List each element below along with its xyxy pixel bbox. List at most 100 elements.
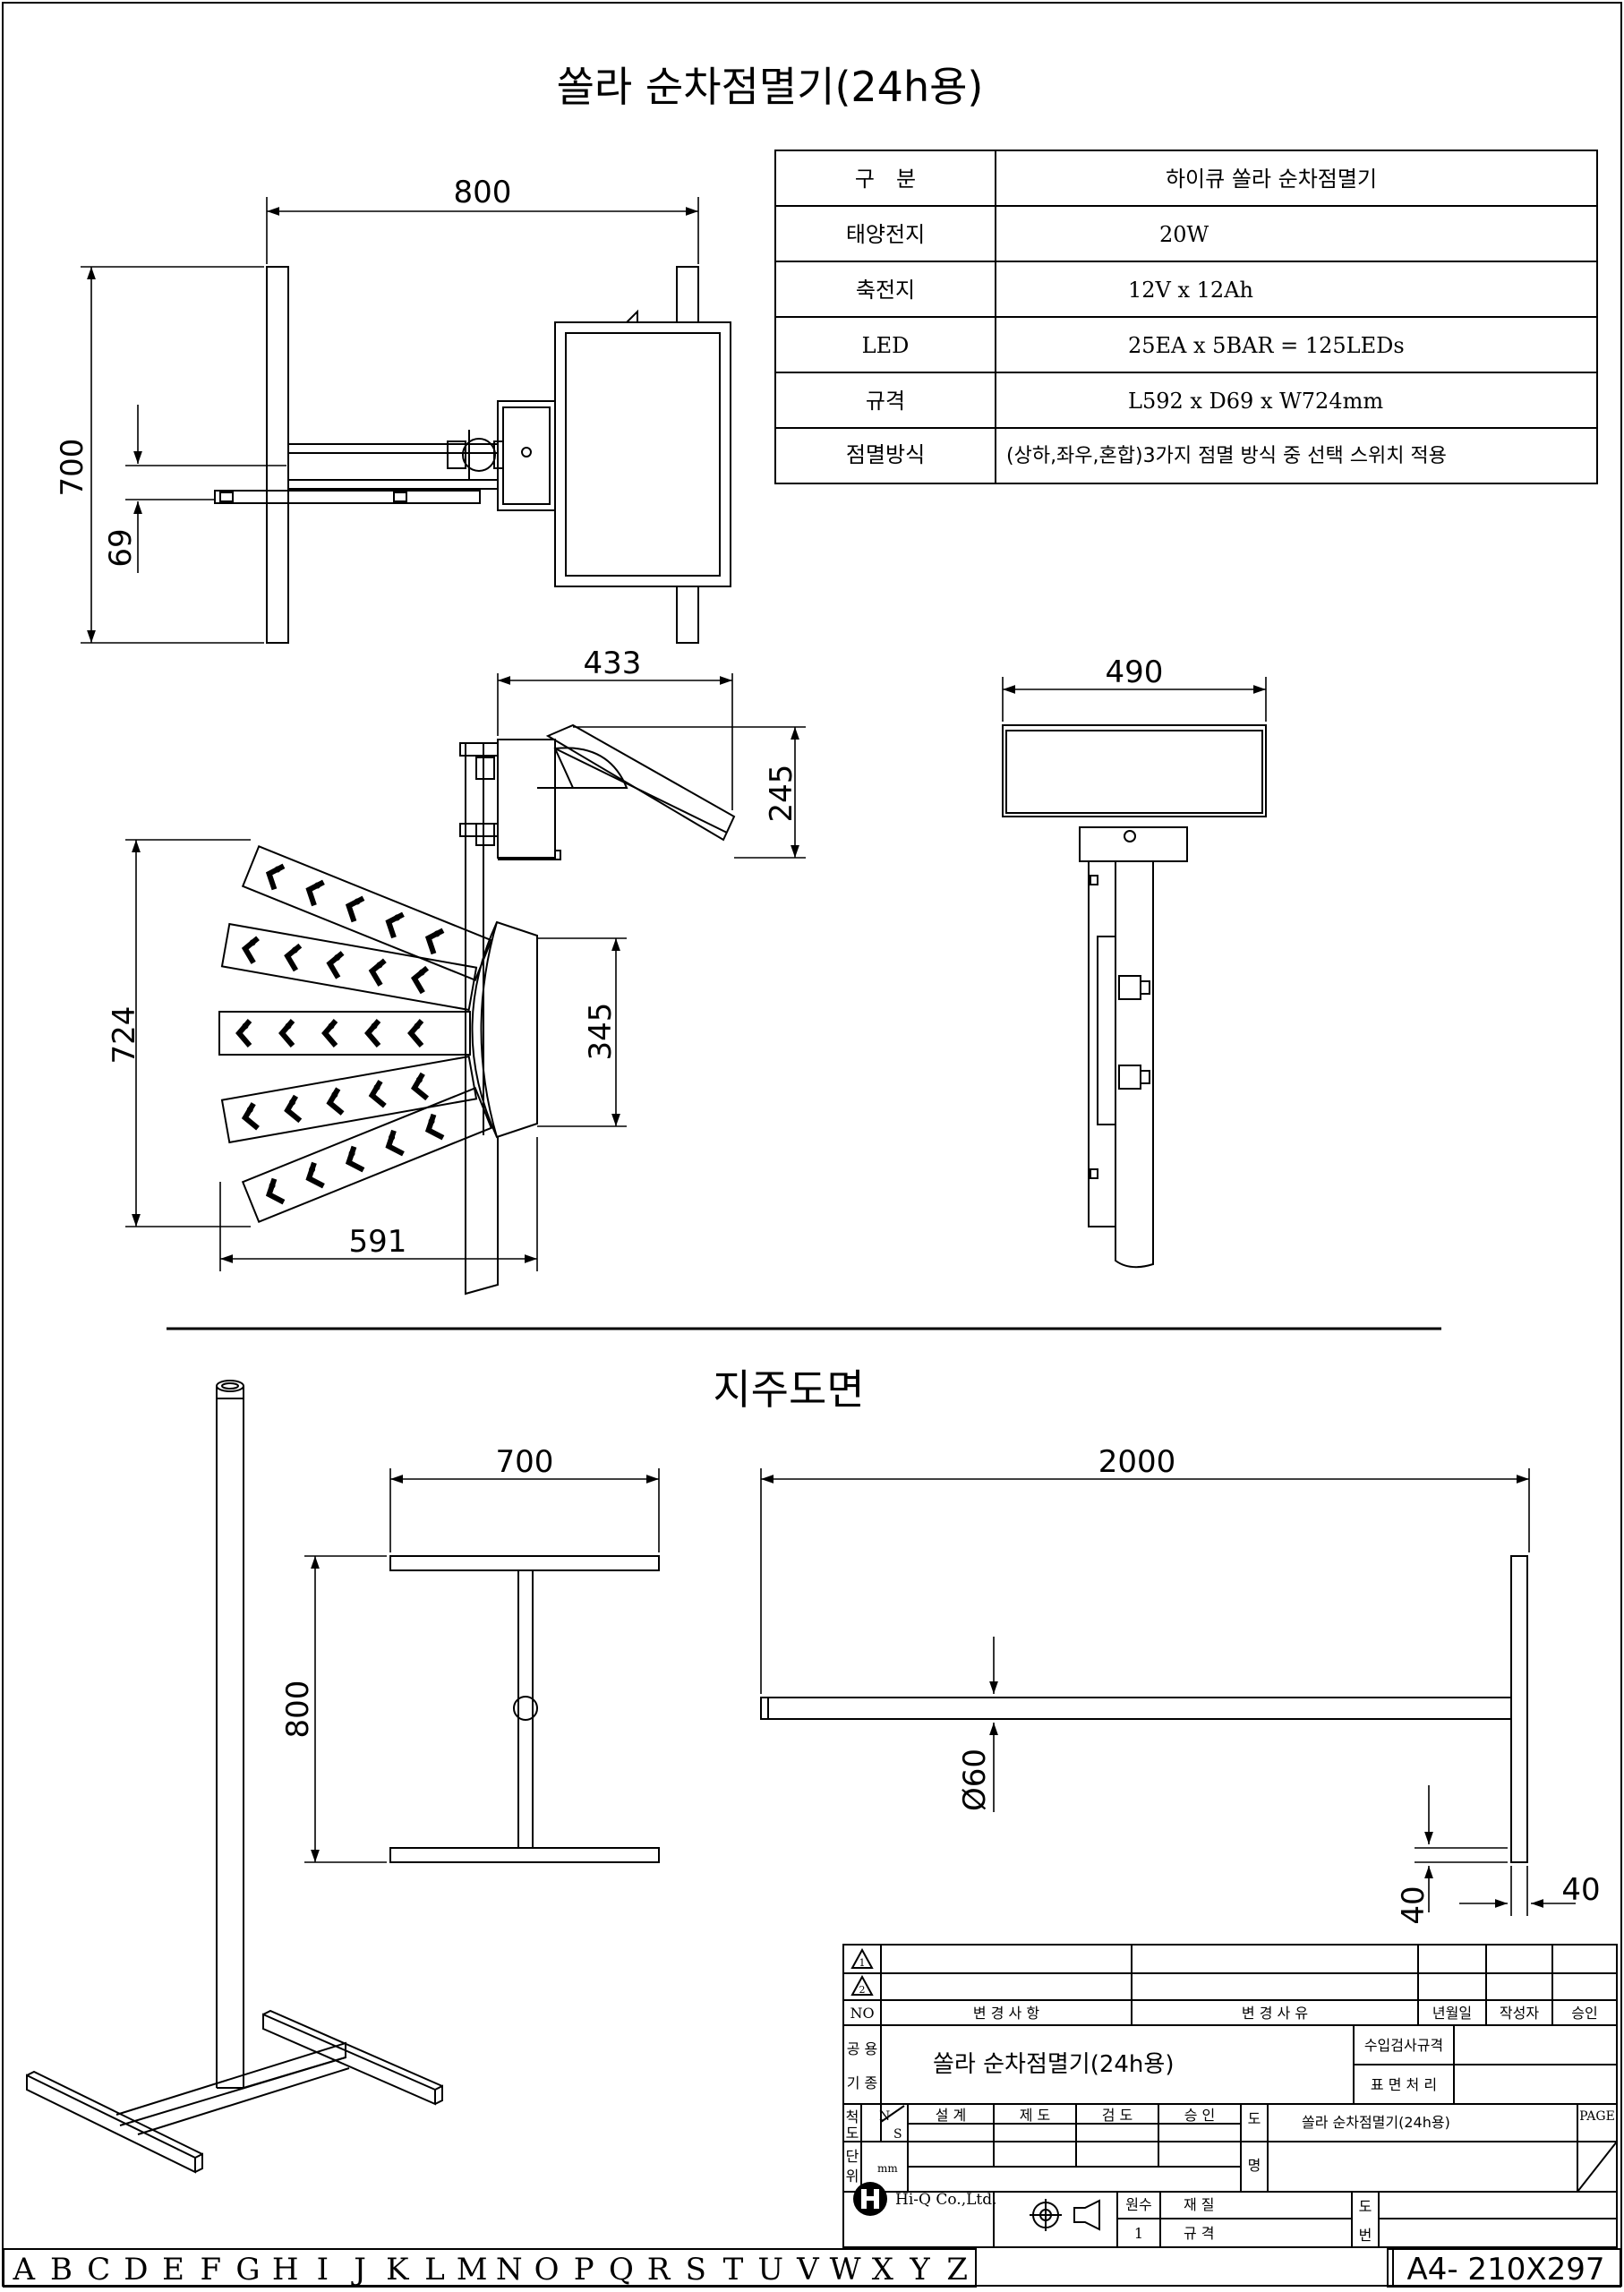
front-view	[218, 723, 736, 1296]
letter-index-t: T	[723, 2252, 744, 2288]
tb-material: 재 질	[1184, 2196, 1215, 2213]
dim-top-depth: 433	[584, 646, 642, 681]
spec-row-battery-label: 축전지	[856, 278, 915, 303]
company-logo	[853, 2182, 887, 2216]
dim-base-depth: 800	[280, 1681, 316, 1739]
pole-isometric	[26, 1380, 443, 2174]
footer	[3, 2248, 1621, 2288]
tb-ns-n: N	[879, 2109, 890, 2124]
letter-index-x: X	[872, 2252, 894, 2288]
tb-author: 작성자	[1500, 2005, 1539, 2022]
spec-table-text: 구 분 하이큐 쏠라 순차점멸기 태양전지 20W 축전지 12V x 12Ah…	[846, 167, 1447, 467]
tb-drawing-name: 쏠라 순차점멸기(24h용)	[1302, 2114, 1450, 2131]
spec-row-size-label: 규격	[866, 389, 905, 414]
letter-index-q: Q	[609, 2252, 634, 2288]
letter-index-s: S	[686, 2252, 706, 2288]
tb-drawing-label-2: 명	[1248, 2157, 1261, 2174]
right-view-dimensions	[1002, 677, 1267, 722]
arrow-board-1	[241, 845, 493, 981]
dim-side-height: 700	[55, 439, 90, 497]
tb-page: PAGE	[1579, 2109, 1615, 2124]
spec-row-led-value: 25EA x 5BAR = 125LEDs	[1128, 333, 1405, 358]
tb-scale-label-1: 척	[846, 2108, 859, 2125]
tb-check: 검 도	[1102, 2107, 1133, 2124]
tb-approve: 승인	[1571, 2005, 1597, 2022]
letter-index-l: L	[424, 2252, 445, 2288]
letter-index-k: K	[386, 2252, 409, 2288]
dim-pole-length: 2000	[1098, 1444, 1176, 1480]
letter-index-f: F	[201, 2252, 222, 2288]
tb-company: Hi-Q Co.,Ltd.	[895, 2191, 997, 2209]
dim-side-width: 800	[454, 175, 512, 210]
arrow-board-3	[218, 1011, 471, 1056]
tb-triangle-1: 1	[859, 1957, 866, 1969]
tb-date: 년월일	[1432, 2005, 1472, 2022]
dim-square-b: 40	[1561, 1872, 1600, 1908]
dim-right-width: 490	[1106, 654, 1164, 690]
letter-index-m: M	[457, 2252, 488, 2288]
spec-row-mode-value: (상하,좌우,혼합)3가지 점멸 방식 중 선택 스위치 적용	[1006, 445, 1447, 467]
letter-index-b: B	[50, 2252, 73, 2288]
dim-front-width: 591	[349, 1224, 407, 1260]
base-top-view	[389, 1555, 660, 1863]
dim-front-height: 724	[107, 1006, 142, 1065]
spec-header-value: 하이큐 쏠라 순차점멸기	[1166, 167, 1377, 192]
tb-design: 설 계	[936, 2107, 967, 2124]
tb-qty-label: 원수	[1125, 2196, 1151, 2213]
dim-base-width: 700	[496, 1444, 554, 1480]
spec-row-led-label: LED	[862, 333, 910, 358]
title-block	[842, 1944, 1618, 2248]
spec-header-label: 구 분	[855, 167, 916, 192]
main-title: 쏠라 순차점멸기(24h용)	[557, 63, 984, 111]
arrow-board-4	[220, 1055, 478, 1144]
tb-ns-s: S	[893, 2127, 902, 2142]
tb-surface: 표 면 처 리	[1371, 2076, 1437, 2093]
letter-index-v: V	[796, 2252, 820, 2288]
tb-drawing-label-1: 도	[1248, 2110, 1261, 2127]
base-top-dimensions	[304, 1468, 660, 1863]
letter-index-a: A	[13, 2252, 36, 2288]
spec-row-size-value: L592 x D69 x W724mm	[1128, 389, 1383, 414]
tb-change-reason: 변 경 사 유	[1242, 2005, 1308, 2022]
letter-index-p: P	[574, 2252, 594, 2288]
tb-spec: 규 격	[1184, 2225, 1215, 2242]
side-view-dimensions	[81, 197, 699, 644]
spec-row-mode-label: 점멸방식	[846, 442, 925, 467]
tb-approval: 승 인	[1184, 2107, 1216, 2124]
paper-size: A4- 210X297	[1406, 2252, 1604, 2288]
right-view	[1002, 724, 1267, 1269]
letter-index-i: I	[317, 2252, 329, 2288]
tb-use-label-1: 공 용	[847, 2040, 878, 2057]
letter-index-r: R	[647, 2252, 671, 2288]
letter-index-n: N	[496, 2252, 523, 2288]
tb-no-label-2: 번	[1359, 2227, 1372, 2244]
tb-unit-label-1: 단	[846, 2148, 859, 2165]
letter-index-d: D	[124, 2252, 148, 2288]
dim-top-angle-height: 245	[764, 765, 799, 823]
letter-index-w: W	[830, 2252, 861, 2288]
section-title: 지주도면	[713, 1365, 864, 1414]
letter-index-y: Y	[909, 2252, 930, 2288]
spec-row-solar-label: 태양전지	[846, 222, 925, 247]
dim-pole-diameter: Ø60	[957, 1749, 993, 1811]
letter-index-z: Z	[946, 2252, 968, 2288]
dim-side-bracket: 69	[103, 528, 139, 567]
tb-no-label-1: 도	[1359, 2198, 1372, 2215]
letter-index-h: H	[272, 2252, 299, 2288]
letter-index-e: E	[162, 2252, 184, 2288]
arrow-board-5	[241, 1087, 493, 1223]
pole-side-view	[760, 1555, 1528, 1863]
letter-index-j: J	[351, 2252, 366, 2288]
tb-inspect: 수입검사규격	[1364, 2037, 1443, 2054]
dim-square-a: 40	[1396, 1886, 1432, 1924]
tb-no: NO	[850, 2005, 874, 2022]
tb-unit: mm	[877, 2162, 898, 2175]
pole-side-dimensions	[760, 1468, 1576, 1916]
letter-index-g: G	[235, 2252, 260, 2288]
tb-scale-label-2: 도	[846, 2125, 859, 2142]
tb-change-item: 변 경 사 항	[973, 2005, 1039, 2022]
side-view	[214, 266, 731, 644]
letter-index-c: C	[87, 2252, 110, 2288]
tb-triangle-2: 2	[859, 1984, 866, 1996]
